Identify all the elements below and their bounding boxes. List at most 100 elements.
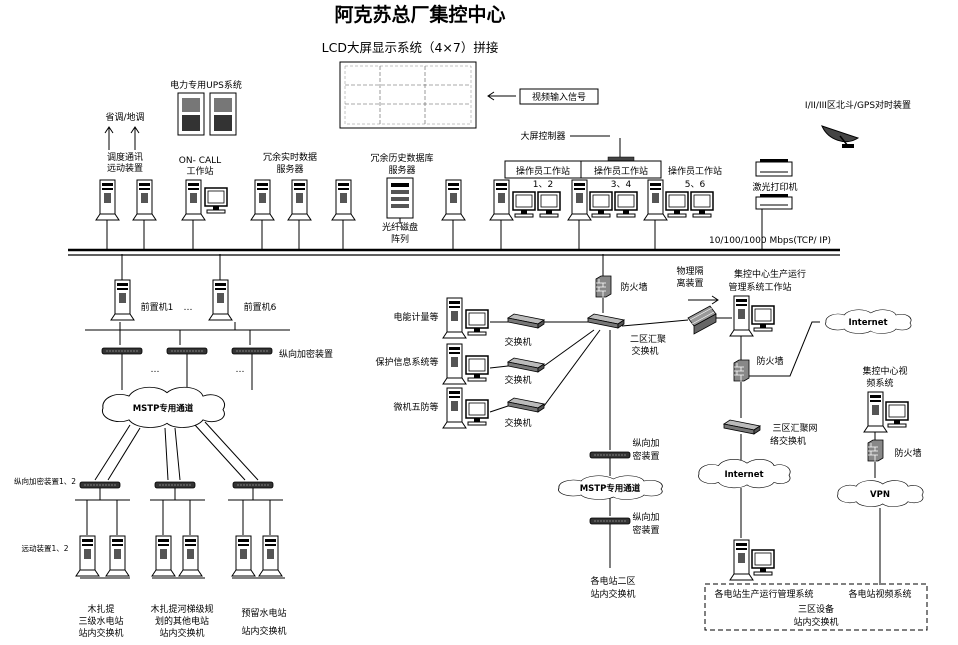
meter-server-icon xyxy=(442,297,467,339)
station-2-line3: 站内交换机 xyxy=(159,627,204,639)
meter-switch-label: 交换机 xyxy=(504,336,531,348)
mstp-label-left: MSTP专用通道 xyxy=(133,403,194,414)
oncall-label-2: 工作站 xyxy=(186,165,213,177)
zone2-encrypt-a-2: 密装置 xyxy=(632,450,659,462)
station-3-line3: 站内交换机 xyxy=(241,625,286,637)
mstp-label-right: MSTP专用通道 xyxy=(580,483,641,494)
ups-cabinets xyxy=(177,92,237,136)
video-label-1: 集控中心视 xyxy=(862,365,907,377)
oncall-server-icon xyxy=(181,179,206,221)
five-switch xyxy=(507,397,545,413)
isolation-label-1: 物理隔 xyxy=(676,265,703,277)
ops-tower-icon-1 xyxy=(489,179,514,221)
backbone-drops xyxy=(106,209,763,280)
telecontrol-icon-3b xyxy=(258,535,283,577)
telecontrol-icon-2a xyxy=(151,535,176,577)
ops-label-3: 操作员工作站 xyxy=(668,165,722,177)
video-label-2: 频系统 xyxy=(866,377,893,389)
internet-label-top: Internet xyxy=(848,318,887,328)
station-3-line1: 预留水电站 xyxy=(241,607,286,619)
vertical-encryption-device-1 xyxy=(101,347,143,355)
zone2-aggregate-switch xyxy=(587,313,625,329)
meter-switch xyxy=(507,313,545,329)
ops-num-1: 1、2 xyxy=(533,180,553,190)
zone3-aggregate-switch xyxy=(723,419,761,435)
zone2-aggregate-label-2: 交换机 xyxy=(631,345,658,357)
dispatch-label-1: 调度通讯 xyxy=(107,151,143,163)
meter-monitor-icon xyxy=(465,309,489,336)
ops-monitor-icon-1b xyxy=(537,191,561,218)
ops-num-3: 5、6 xyxy=(685,180,706,190)
encryption-dots: … xyxy=(151,365,160,375)
oncall-monitor-icon xyxy=(204,187,228,214)
zone3-ws-tower-icon xyxy=(729,295,754,337)
frontend-dots: … xyxy=(184,303,193,313)
network-speed-label: 10/100/1000 Mbps(TCP/ IP) xyxy=(709,236,831,246)
big-screen-controller xyxy=(607,156,635,162)
zone2-firewall-label: 防火墙 xyxy=(620,281,647,293)
realtime-server-icon-2 xyxy=(287,179,312,221)
station-encryption-3 xyxy=(232,481,274,489)
protect-switch xyxy=(507,357,545,373)
five-monitor-icon xyxy=(465,399,489,426)
zone3-station-box xyxy=(704,583,928,631)
ops-monitor-icon-2b xyxy=(614,191,638,218)
station-1-line1: 木扎提 xyxy=(87,603,114,615)
zone3-ws-label-2: 管理系统工作站 xyxy=(728,281,791,293)
encryption-top-label: 纵向加密装置 xyxy=(279,348,333,360)
province-dispatch-label: 省调/地调 xyxy=(105,111,144,123)
gps-label: I/II/III区北斗/GPS对时装置 xyxy=(805,99,911,111)
page-title: 阿克苏总厂集控中心 xyxy=(334,3,505,26)
vertical-encryption-device-2 xyxy=(166,347,208,355)
controller-label: 大屏控制器 xyxy=(520,130,565,142)
history-server-icon-2 xyxy=(441,179,466,221)
video-firewall-icon xyxy=(867,439,884,462)
fiber-label-2: 阵列 xyxy=(391,233,409,245)
frontend-label-1: 前置机1 xyxy=(141,301,174,313)
zone2-aggregate-label-1: 二区汇聚 xyxy=(630,334,666,345)
zone2-encrypt-a-1: 纵向加 xyxy=(632,437,659,449)
video-input-arrow xyxy=(487,91,516,101)
zone3-firewall-label: 防火墙 xyxy=(756,355,783,367)
zone3-ws-monitor-icon xyxy=(751,305,775,332)
video-monitor-icon xyxy=(885,401,909,428)
left-telecontrol-label: 远动装置1、2 xyxy=(21,543,68,553)
telecontrol-icon-1a xyxy=(75,535,100,577)
oncall-label-1: ON- CALL xyxy=(179,156,221,166)
printer-label: 激光打印机 xyxy=(752,181,797,193)
zone2-station-2: 站内交换机 xyxy=(590,588,635,600)
zone2-station-1: 各电站二区 xyxy=(590,575,635,587)
protect-monitor-icon xyxy=(465,355,489,382)
realtime-label-1: 冗余实时数据 xyxy=(263,151,317,163)
station-2-line1: 木扎提河梯级规 xyxy=(150,603,213,615)
encryption-dots-2: … xyxy=(236,365,245,375)
history-server-icon-1 xyxy=(331,179,356,221)
ups-label: 电力专用UPS系统 xyxy=(170,79,242,91)
station-mgmt-tower-icon xyxy=(729,539,754,581)
zone2-encrypt-b-2: 密装置 xyxy=(632,524,659,536)
isolation-label-2: 离装置 xyxy=(676,277,703,289)
station-1-line3: 站内交换机 xyxy=(78,627,123,639)
protect-switch-label: 交换机 xyxy=(504,374,531,386)
zone3-box-right: 各电站视频系统 xyxy=(848,588,911,600)
ops-label-1: 操作员工作站 xyxy=(516,165,570,177)
fiber-label-1: 光纤磁盘 xyxy=(382,221,418,233)
ops-label-2: 操作员工作站 xyxy=(594,165,648,177)
vertical-encryption-device-3 xyxy=(231,347,273,355)
ops-num-2: 3、4 xyxy=(611,180,632,190)
telecontrol-icon-1b xyxy=(105,535,130,577)
dispatch-label-2: 远动装置 xyxy=(107,162,143,174)
realtime-label-2: 服务器 xyxy=(276,163,303,175)
zone2-firewall-icon xyxy=(595,275,612,298)
video-firewall-label: 防火墙 xyxy=(894,447,921,459)
zone2-encryption-b xyxy=(589,517,631,525)
telecontrol-icon-2b xyxy=(178,535,203,577)
protect-label: 保护信息系统等 xyxy=(375,356,438,368)
realtime-server-icon-1 xyxy=(250,179,275,221)
lcd-video-wall xyxy=(339,61,477,129)
ops-monitor-icon-2a xyxy=(589,191,613,218)
five-server-icon xyxy=(442,387,467,429)
station-2-line2: 划的其他电站 xyxy=(155,615,209,627)
frontend-server-icon-6 xyxy=(208,279,233,321)
station-mgmt-monitor-icon xyxy=(751,549,775,576)
